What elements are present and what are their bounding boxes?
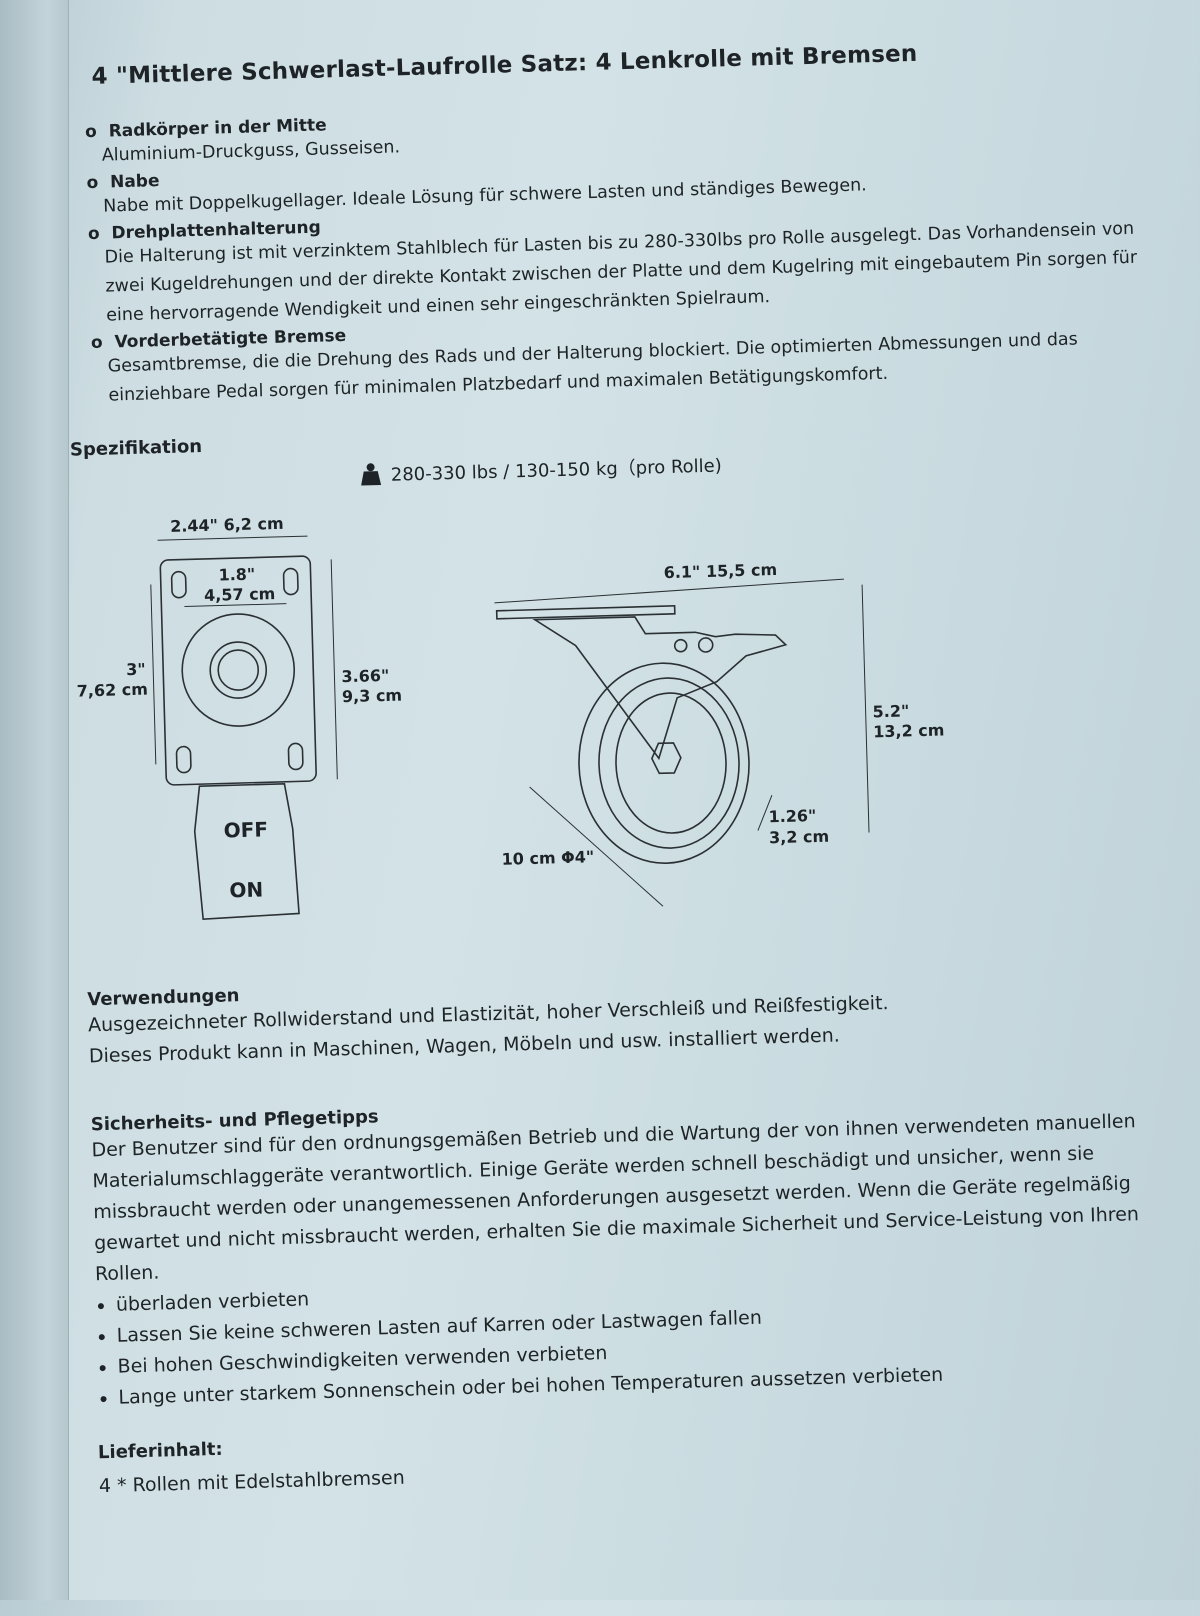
spec-heading: Spezifikation bbox=[69, 435, 203, 461]
page-title: 4 "Mittlere Schwerlast-Laufrolle Satz: 4… bbox=[91, 40, 918, 90]
dim-tread-cm: 3,2 cm bbox=[769, 827, 830, 848]
safety-section: Sicherheits- und Pflegetipps Der Benutze… bbox=[91, 1084, 1184, 1414]
dim-tread-in: 1.26" bbox=[768, 806, 816, 826]
brake-on-label: ON bbox=[229, 877, 263, 902]
contents-heading: Lieferinhalt: bbox=[97, 1438, 223, 1464]
dim-height-cm: 13,2 cm bbox=[873, 720, 945, 741]
bullet-marker: o bbox=[86, 172, 99, 194]
feature-heading: Nabe bbox=[109, 171, 160, 193]
dim-hole-height-cm: 7,62 cm bbox=[76, 680, 148, 701]
load-capacity: 280-330 lbs / 130-150 kg（pro Rolle) bbox=[360, 451, 722, 487]
weight-icon bbox=[361, 463, 382, 486]
dim-plate-height-cm: 9,3 cm bbox=[342, 685, 403, 706]
bullet-marker: o bbox=[90, 332, 104, 354]
dim-width: 2.44" 6,2 cm bbox=[170, 514, 284, 536]
bullet-marker: o bbox=[84, 121, 98, 143]
side-view-drawing: 6.1" 15,5 cm 5.2" 13,2 cm 10 cm Φ4" 1.26… bbox=[494, 560, 945, 907]
dim-hole-spacing-cm: 4,57 cm bbox=[204, 584, 276, 605]
bullet-marker: o bbox=[87, 223, 100, 245]
feature-list: o Radkörper in der Mitte Aluminium-Druck… bbox=[85, 93, 1153, 413]
load-text: 280-330 lbs / 130-150 kg（pro Rolle) bbox=[390, 455, 723, 486]
top-view-drawing: 2.44" 6,2 cm 1.8" 4,57 cm 3" 7,62 cm 3.6… bbox=[76, 514, 403, 920]
contents-text: 4 * Rollen mit Edelstahlbremsen bbox=[98, 1466, 406, 1498]
dim-plate-height-in: 3.66" bbox=[341, 666, 389, 686]
dim-hole-spacing-in: 1.8" bbox=[218, 565, 255, 585]
safety-text: Der Benutzer sind für den ordnungsgemäße… bbox=[91, 1110, 1140, 1286]
dim-height-in: 5.2" bbox=[872, 701, 909, 721]
caster-dimension-diagram: 2.44" 6,2 cm 1.8" 4,57 cm 3" 7,62 cm 3.6… bbox=[76, 514, 945, 920]
usage-section: Verwendungen Ausgezeichneter Rollwiderst… bbox=[87, 959, 1169, 1072]
page-fold-edge bbox=[0, 0, 69, 1600]
dim-length: 6.1" 15,5 cm bbox=[663, 560, 777, 582]
dim-hole-height-in: 3" bbox=[126, 660, 146, 680]
brake-off-label: OFF bbox=[223, 817, 268, 842]
dim-diameter: 10 cm Φ4" bbox=[501, 847, 594, 869]
contents-section: Lieferinhalt: 4 * Rollen mit Edelstahlbr… bbox=[98, 1434, 405, 1503]
